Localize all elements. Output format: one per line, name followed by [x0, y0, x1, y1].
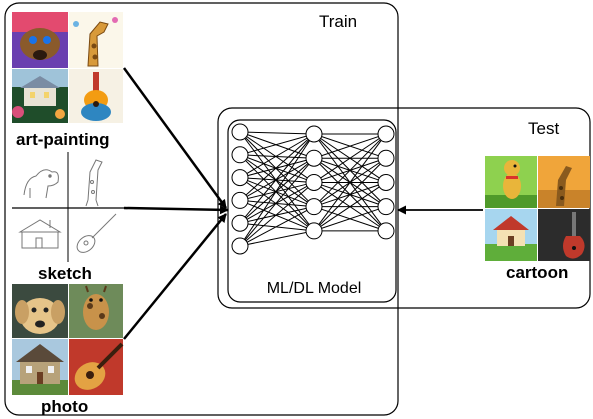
network-connection	[239, 154, 315, 232]
network-connection	[239, 222, 315, 232]
model-label: ML/DL Model	[267, 280, 362, 297]
network-connection	[239, 157, 315, 247]
network-connection	[239, 131, 315, 159]
photo-label: photo	[41, 397, 88, 416]
network-node	[305, 173, 323, 191]
network-connection	[239, 131, 315, 232]
network-connection	[313, 182, 387, 232]
network-connection	[239, 199, 315, 232]
sketch-guitar-image	[76, 213, 117, 253]
network-connection	[239, 154, 315, 208]
sketch-label: sketch	[38, 264, 92, 283]
network-connection	[313, 206, 387, 232]
network-connection	[239, 154, 315, 159]
cartoon-giraffe-image	[538, 156, 590, 208]
cartoon-images	[485, 156, 590, 261]
network-node	[377, 198, 395, 216]
network-connection	[239, 181, 315, 201]
network-connection	[239, 177, 315, 208]
photo-images	[12, 284, 124, 395]
art-dog-image	[12, 12, 68, 68]
neural-network	[231, 123, 395, 255]
photo-dog-image	[12, 284, 68, 338]
network-connection	[239, 133, 315, 179]
network-node	[305, 149, 323, 167]
sketch-dog-image	[23, 169, 59, 199]
network-connection	[239, 154, 315, 183]
network-connection	[239, 182, 315, 247]
network-connection	[239, 133, 315, 224]
network-node	[377, 149, 395, 167]
network-node	[305, 222, 323, 240]
network-node	[231, 123, 249, 141]
network-connection	[239, 133, 315, 201]
sketch-images	[12, 152, 124, 262]
network-connection	[239, 133, 315, 247]
photo-arrow	[123, 213, 227, 340]
network-node	[305, 125, 323, 143]
cartoon-guitar-image	[538, 209, 590, 261]
network-node	[377, 125, 395, 143]
network-node	[231, 191, 249, 209]
art-painting-label: art-painting	[16, 130, 110, 149]
photo-giraffe-image	[69, 284, 123, 338]
art-giraffe-image	[69, 12, 123, 68]
sketch-giraffe-image	[85, 159, 103, 207]
train-title: Train	[319, 12, 357, 31]
network-node	[231, 169, 249, 187]
network-connection	[239, 177, 315, 232]
network-node	[305, 198, 323, 216]
art-painting-arrow	[122, 67, 228, 209]
network-node	[231, 214, 249, 232]
network-connection	[313, 133, 387, 208]
sketch-arrow	[123, 205, 229, 215]
sketch-house-image	[18, 219, 62, 249]
network-node	[377, 173, 395, 191]
photo-house-image	[12, 339, 68, 395]
network-connection	[239, 230, 315, 247]
photo-guitar-image	[69, 339, 124, 395]
art-painting-images	[12, 12, 123, 123]
network-node	[231, 237, 249, 255]
network-connection	[239, 133, 315, 156]
network-connection	[239, 131, 315, 208]
network-connection	[239, 131, 315, 183]
network-connection	[239, 206, 315, 224]
art-house-image	[12, 69, 68, 123]
network-node	[231, 146, 249, 164]
network-connection	[313, 133, 387, 232]
network-connection	[239, 199, 315, 208]
network-connection	[239, 206, 315, 247]
art-guitar-image	[69, 69, 123, 123]
network-connection	[239, 177, 315, 183]
cartoon-dog-image	[485, 156, 537, 208]
network-node	[377, 222, 395, 240]
network-connection	[239, 157, 315, 179]
network-connection	[313, 157, 387, 232]
cartoon-label: cartoon	[506, 263, 568, 282]
test-title: Test	[528, 119, 559, 138]
cartoon-house-image	[485, 209, 537, 261]
network-connection	[313, 133, 387, 159]
network-connection	[313, 133, 387, 183]
network-connection	[239, 131, 315, 135]
